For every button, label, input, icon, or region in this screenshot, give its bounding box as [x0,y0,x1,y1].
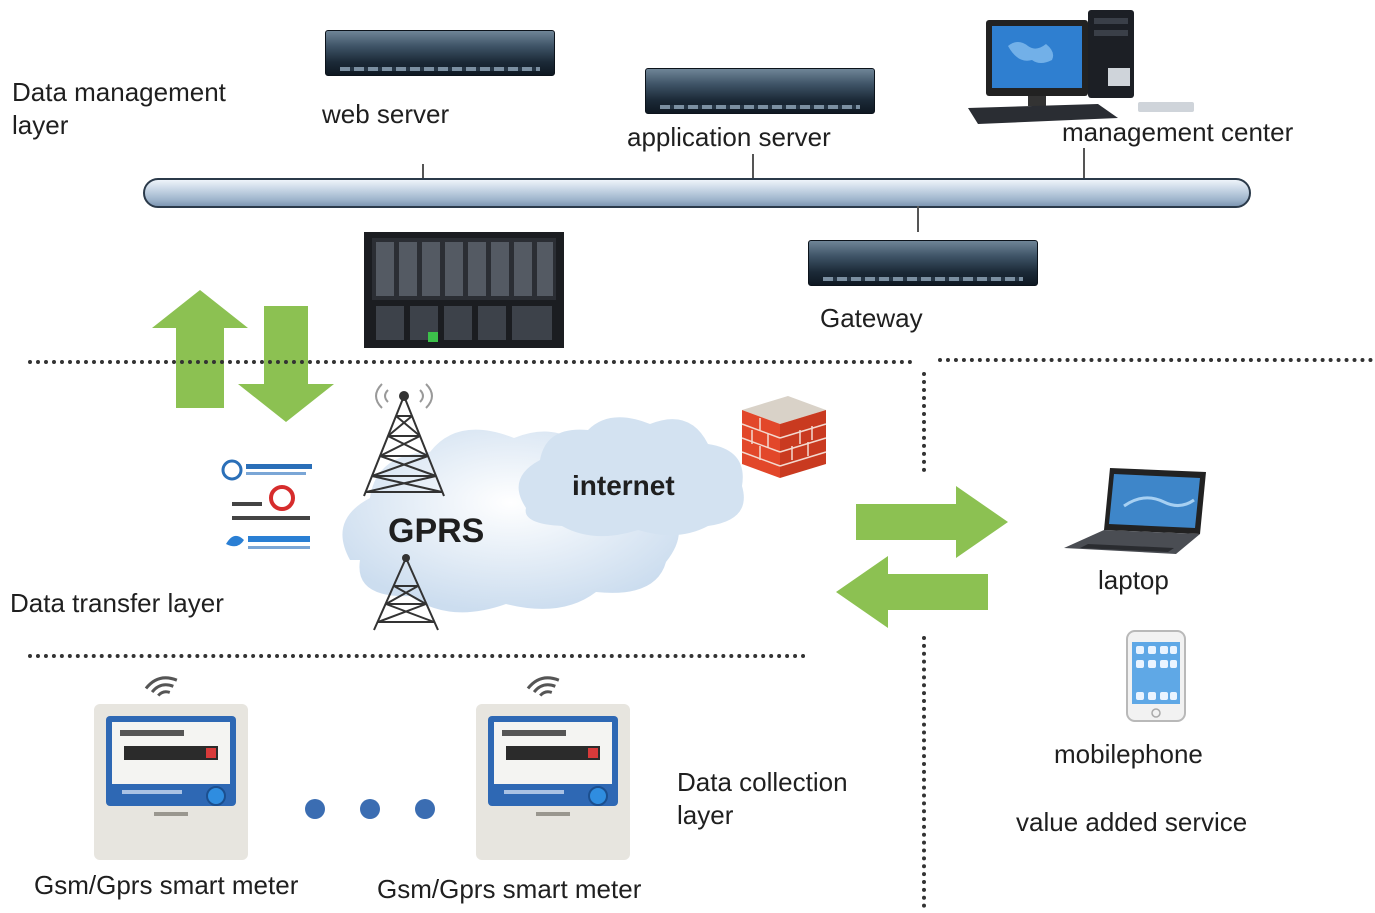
cell-tower-icon-bottom [373,554,439,631]
wireless-signal-icon-2 [526,676,560,697]
web-server-label: web server [322,99,450,129]
wireless-signal-icon-1 [144,676,178,697]
application-server-connector [752,154,754,180]
data-transfer-layer-label: Data transfer layer [10,588,224,618]
management-center-connector [1083,148,1085,180]
smartphone-icon [1126,630,1186,722]
green-left-arrow-icon [836,556,988,628]
internet-cloud-icon [518,417,744,537]
desktop-computer-icon [968,10,1194,124]
smart-meter-icon-2 [476,704,630,860]
application-server-icon [645,68,875,114]
carrier-logos-icon [221,459,312,549]
green-up-arrow-icon [152,290,248,408]
separator-management-transfer-right [938,358,1373,362]
firewall-icon [741,396,827,478]
smart-meter-label-2: Gsm/Gprs smart meter [377,874,642,904]
separator-vertical-upper [922,372,926,472]
data-management-layer-label: Data management layer [12,77,226,140]
ellipsis-dots-icon [305,799,435,819]
network-bus [143,178,1251,208]
mobilephone-label: mobilephone [1054,739,1203,769]
gateway-label: Gateway [820,303,923,333]
cell-tower-icon-top [363,383,445,497]
green-down-arrow-icon [238,306,334,422]
gateway-connector [917,206,919,232]
blade-server-icon [364,232,564,348]
smart-meter-icon-1 [94,704,248,860]
internet-label: internet [572,470,675,501]
separator-vertical-lower [922,636,926,908]
value-added-service-label: value added service [1016,807,1248,837]
laptop-icon [1064,468,1206,554]
gprs-label: GPRS [388,512,485,550]
management-center-label: management center [1062,117,1294,147]
web-server-icon [325,30,555,76]
web-server-connector [422,164,424,180]
green-right-arrow-icon [856,486,1008,558]
separator-management-transfer-left [28,360,913,364]
separator-transfer-collection [28,654,806,658]
smart-meter-label-1: Gsm/Gprs smart meter [34,870,299,900]
laptop-label: laptop [1098,565,1169,595]
application-server-label: application server [627,122,831,152]
data-collection-layer-label: Data collection layer [677,767,848,830]
gateway-server-icon [808,240,1038,286]
